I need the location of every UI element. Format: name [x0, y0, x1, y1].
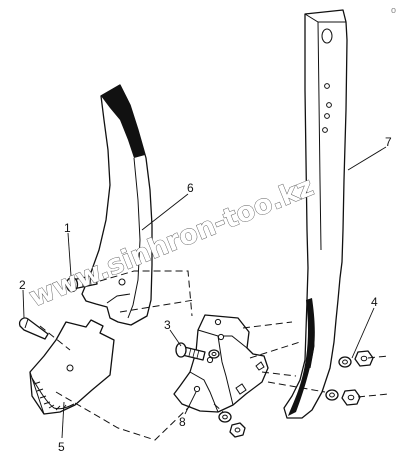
assembly-lines	[39, 270, 389, 441]
callout-6: 6	[187, 181, 194, 195]
share-part-5	[29, 319, 115, 415]
callout-4: 4	[371, 295, 378, 309]
callout-3: 3	[164, 318, 171, 332]
callout-8: 8	[179, 415, 186, 429]
shin-part-6	[81, 84, 153, 326]
bolt-part-2	[18, 317, 49, 340]
bolt-part-1	[65, 274, 98, 293]
callout-7: 7	[385, 135, 392, 149]
washer-nut-part-4	[325, 350, 374, 406]
corner-mark: o	[391, 5, 396, 15]
washer-nut-bracket	[208, 349, 246, 438]
callout-2: 2	[19, 278, 26, 292]
bracket-part-8	[173, 314, 269, 413]
callout-5: 5	[58, 440, 65, 454]
bolt-part-3	[175, 342, 206, 361]
leader-lines	[22, 146, 387, 439]
callout-numbers: 1 2 3 4 5 6 7 8	[19, 135, 392, 454]
callout-1: 1	[64, 221, 71, 235]
shank-part-7	[283, 9, 348, 419]
